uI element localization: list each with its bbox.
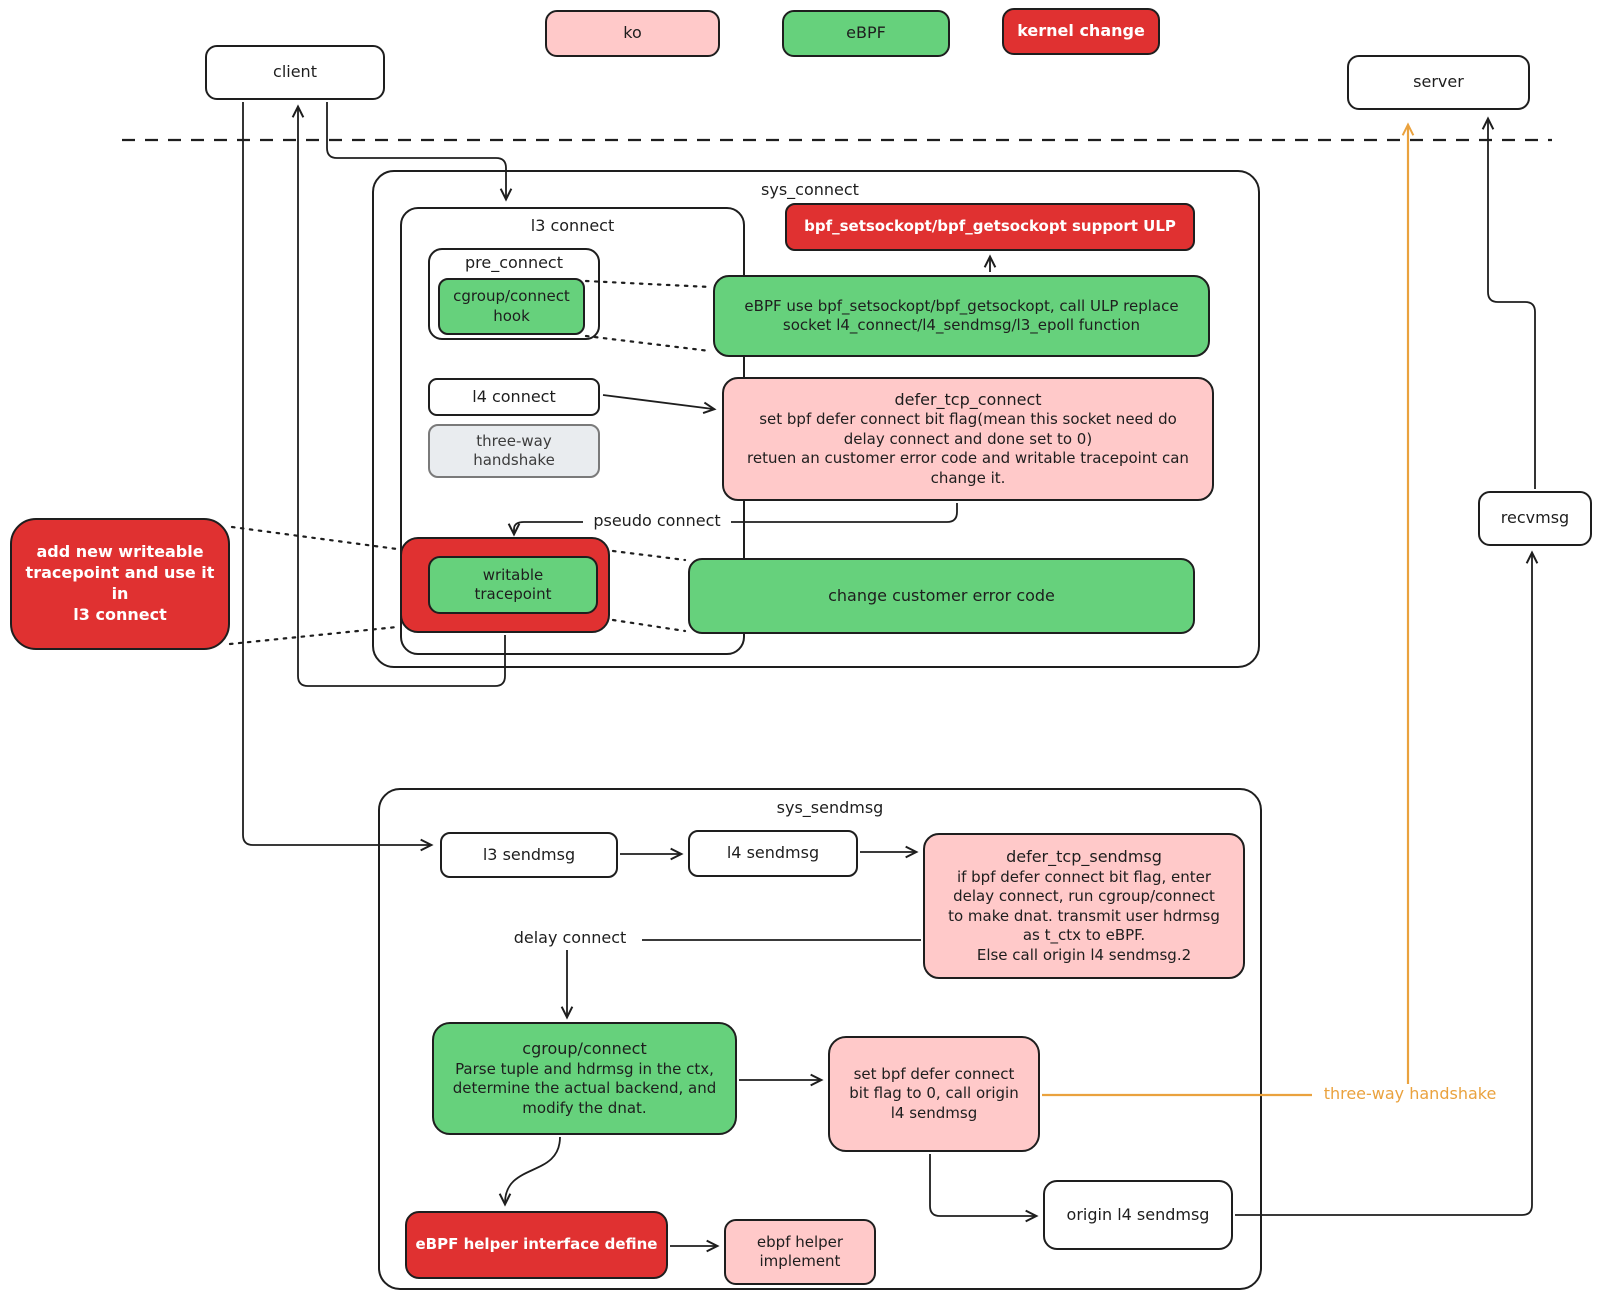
set-bpf-defer-label: set bpf defer connect bit flag to 0, cal… <box>849 1064 1019 1122</box>
recvmsg-node: recvmsg <box>1478 491 1592 546</box>
set-bpf-defer-node: set bpf defer connect bit flag to 0, cal… <box>828 1036 1040 1152</box>
client-node: client <box>205 45 385 100</box>
pre-connect-title: pre_connect <box>464 253 563 272</box>
server-label: server <box>1413 72 1464 92</box>
three-way-handshake-annotation: three-way handshake <box>1312 1084 1508 1104</box>
defer-tcp-connect-node: defer_tcp_connect set bpf defer connect … <box>722 377 1214 501</box>
cgroup-connect-hook-label: cgroup/connect hook <box>453 287 570 325</box>
legend-ko: ko <box>545 10 720 57</box>
bpf-sockopt-support-label: bpf_setsockopt/bpf_getsockopt support UL… <box>804 217 1176 236</box>
legend-ebpf-label: eBPF <box>846 23 886 43</box>
ebpf-use-note-node: eBPF use bpf_setsockopt/bpf_getsockopt, … <box>713 275 1210 357</box>
three-way-handshake-label: three-way handshake <box>473 431 555 470</box>
origin-l4-sendmsg-label: origin l4 sendmsg <box>1066 1204 1210 1224</box>
recvmsg-label: recvmsg <box>1500 508 1570 528</box>
three-way-handshake-node: three-way handshake <box>428 424 600 478</box>
client-label: client <box>273 62 317 82</box>
legend-kernel-change: kernel change <box>1002 8 1160 55</box>
ebpf-helper-implement-label: ebpf helper implement <box>756 1232 844 1271</box>
cgroup-connect-sendmsg-node: cgroup/connect Parse tuple and hdrmsg in… <box>432 1022 737 1135</box>
change-customer-error-label: change customer error code <box>828 585 1055 605</box>
l3-connect-title: l3 connect <box>530 216 615 235</box>
arrow-recvmsg-to-server <box>1481 116 1536 489</box>
origin-l4-sendmsg-node: origin l4 sendmsg <box>1043 1180 1233 1250</box>
ebpf-helper-implement-node: ebpf helper implement <box>724 1219 876 1285</box>
sys-sendmsg-title: sys_sendmsg <box>776 798 884 817</box>
ebpf-helper-define-node: eBPF helper interface define <box>405 1211 668 1279</box>
legend-ebpf: eBPF <box>782 10 950 57</box>
l3-sendmsg-label: l3 sendmsg <box>482 844 576 864</box>
change-customer-error-node: change customer error code <box>688 558 1195 634</box>
sys-connect-title: sys_connect <box>761 180 859 199</box>
defer-tcp-sendmsg-body: if bpf defer connect bit flag, enter del… <box>948 867 1220 964</box>
ebpf-use-note-label: eBPF use bpf_setsockopt/bpf_getsockopt, … <box>744 296 1179 335</box>
l4-connect-label: l4 connect <box>472 386 556 406</box>
defer-tcp-connect-title: defer_tcp_connect <box>894 389 1042 409</box>
l4-connect-node: l4 connect <box>428 378 600 416</box>
cgroup-connect-sendmsg-title: cgroup/connect <box>522 1038 647 1058</box>
l4-sendmsg-node: l4 sendmsg <box>688 830 858 877</box>
legend-kernel-change-label: kernel change <box>1017 21 1145 41</box>
cgroup-connect-hook-node: cgroup/connect hook <box>438 278 585 335</box>
writable-tracepoint-label: writable tracepoint <box>474 565 552 604</box>
arrow-origin-to-recvmsg <box>1235 550 1539 1216</box>
bpf-sockopt-support-node: bpf_setsockopt/bpf_getsockopt support UL… <box>785 203 1195 251</box>
defer-tcp-connect-body: set bpf defer connect bit flag(mean this… <box>747 410 1189 487</box>
ebpf-helper-define-label: eBPF helper interface define <box>415 1235 658 1254</box>
server-node: server <box>1347 55 1530 110</box>
defer-tcp-sendmsg-title: defer_tcp_sendmsg <box>1006 846 1162 866</box>
legend-ko-label: ko <box>623 23 642 43</box>
writable-tracepoint-node: writable tracepoint <box>428 556 598 614</box>
add-writeable-annotation-label: add new writeable tracepoint and use it … <box>25 542 215 624</box>
defer-tcp-sendmsg-node: defer_tcp_sendmsg if bpf defer connect b… <box>923 833 1245 979</box>
delay-connect-label: delay connect <box>498 928 642 948</box>
l4-sendmsg-label: l4 sendmsg <box>726 843 820 863</box>
add-writeable-annotation: add new writeable tracepoint and use it … <box>10 518 230 650</box>
pseudo-connect-label: pseudo connect <box>583 511 731 531</box>
cgroup-connect-sendmsg-body: Parse tuple and hdrmsg in the ctx, deter… <box>452 1059 717 1117</box>
l3-sendmsg-node: l3 sendmsg <box>440 832 618 878</box>
